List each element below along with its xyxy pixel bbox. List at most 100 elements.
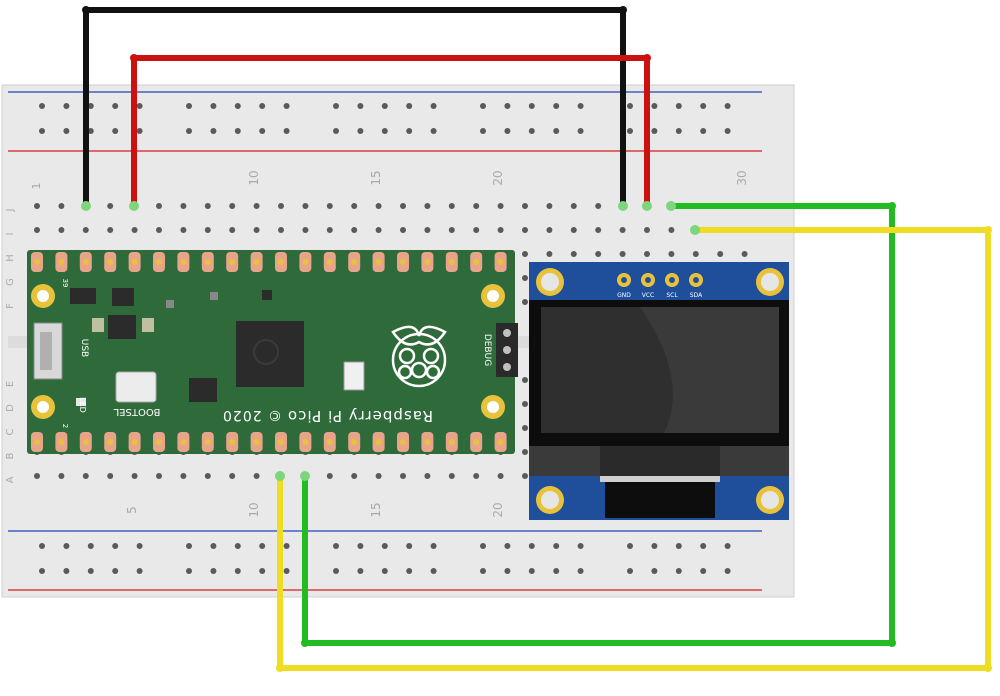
- rail-hole: [283, 103, 290, 109]
- rail-hole: [430, 128, 437, 134]
- terminal-hole: [302, 203, 309, 209]
- terminal-hole: [58, 227, 65, 233]
- terminal-hole: [692, 251, 699, 257]
- rail-hole: [381, 568, 388, 574]
- terminal-hole: [668, 251, 675, 257]
- rail-hole: [480, 128, 486, 134]
- terminal-hole: [595, 227, 602, 233]
- rail-hole: [112, 103, 119, 109]
- terminal-hole: [546, 227, 553, 233]
- pico-pin-hole: [424, 439, 431, 445]
- terminal-hole: [424, 227, 431, 233]
- terminal-hole: [253, 203, 260, 209]
- oled-label-gnd: GND: [617, 292, 631, 299]
- terminal-hole: [522, 473, 528, 479]
- wires: [81, 6, 992, 672]
- row-letter-a: A: [5, 476, 16, 483]
- rail-hole: [63, 568, 70, 574]
- row-letter-h: H: [5, 254, 16, 262]
- rail-hole: [186, 103, 192, 109]
- rail-hole: [333, 543, 339, 549]
- vcc-wire-end: [129, 201, 139, 211]
- rail-hole: [480, 543, 486, 549]
- pico-pin-hole: [82, 439, 89, 445]
- rail-hole: [724, 128, 731, 134]
- pico-pin-hole: [253, 259, 260, 265]
- terminal-hole: [253, 227, 260, 233]
- rail-hole: [39, 128, 45, 134]
- terminal-hole: [644, 227, 650, 233]
- rail-hole: [528, 543, 535, 549]
- rail-hole: [724, 103, 731, 109]
- pico-copyright-silkscreen: © 2020: [222, 407, 282, 423]
- rail-hole: [210, 128, 217, 134]
- terminal-hole: [522, 251, 528, 257]
- rail-hole: [87, 128, 94, 134]
- terminal-hole: [375, 203, 382, 209]
- pico-pin-hole: [473, 259, 480, 265]
- rail-hole: [651, 568, 658, 574]
- rail-hole: [430, 568, 437, 574]
- row-letter-j: J: [5, 209, 16, 213]
- terminal-hole: [400, 203, 406, 209]
- pico-pin-hole: [497, 259, 504, 265]
- row-letter-g: G: [5, 278, 16, 286]
- rail-hole: [63, 103, 70, 109]
- rail-hole: [651, 128, 658, 134]
- terminal-hole: [400, 473, 406, 479]
- oled-display-module: GND VCC SCL SDA: [529, 262, 789, 520]
- pico-pin-hole: [448, 439, 455, 445]
- rail-holes: [39, 103, 731, 574]
- terminal-hole: [326, 227, 333, 233]
- pico-pin-hole: [204, 439, 211, 445]
- terminal-hole: [326, 203, 333, 209]
- rail-hole: [577, 103, 584, 109]
- pico-pin-hole: [326, 259, 333, 265]
- rail-hole: [504, 128, 511, 134]
- rail-hole: [627, 543, 633, 549]
- terminal-hole: [400, 227, 406, 233]
- pico-pins: [31, 252, 507, 452]
- rail-hole: [210, 568, 217, 574]
- rail-hole: [480, 103, 486, 109]
- pico-pin-hole: [253, 439, 260, 445]
- rail-hole: [136, 103, 143, 109]
- terminal-hole: [34, 203, 40, 209]
- pico-pin-hole: [375, 439, 382, 445]
- pin-number-2: 2: [61, 424, 69, 428]
- debug-label: DEBUG: [482, 334, 492, 366]
- rail-hole: [553, 128, 560, 134]
- rail-hole: [406, 103, 413, 109]
- pin-number-39: 39: [61, 279, 69, 288]
- oled-label-vcc: VCC: [642, 292, 654, 299]
- terminal-hole: [278, 227, 284, 233]
- terminal-hole: [424, 203, 431, 209]
- pico-pin-hole: [34, 439, 40, 445]
- pico-pin-hole: [204, 259, 211, 265]
- rail-hole: [112, 543, 119, 549]
- rail-hole: [504, 543, 511, 549]
- usb-label: USB: [79, 339, 89, 357]
- terminal-hole: [522, 275, 528, 281]
- raspberry-pi-pico: Raspberry Pi Pico © 2020 BOOTSEL USB LED…: [27, 250, 518, 454]
- terminal-hole: [107, 227, 114, 233]
- pico-pin-hole: [424, 259, 431, 265]
- pico-pin-hole: [229, 439, 236, 445]
- oled-label-sda: SDA: [690, 292, 703, 299]
- rail-hole: [39, 103, 45, 109]
- pico-brand-silkscreen: Raspberry Pi Pico: [287, 407, 433, 425]
- terminal-hole: [570, 203, 577, 209]
- terminal-hole: [424, 473, 431, 479]
- terminal-hole: [522, 227, 528, 233]
- terminal-hole: [522, 425, 528, 431]
- terminal-hole: [741, 251, 748, 257]
- terminal-hole: [156, 203, 162, 209]
- column-number-1-top: 1: [30, 183, 43, 190]
- pico-pin-hole: [58, 439, 65, 445]
- rail-hole: [63, 128, 70, 134]
- column-number-30-top: 30: [735, 170, 749, 185]
- rail-hole: [528, 103, 535, 109]
- pico-pin-hole: [497, 439, 504, 445]
